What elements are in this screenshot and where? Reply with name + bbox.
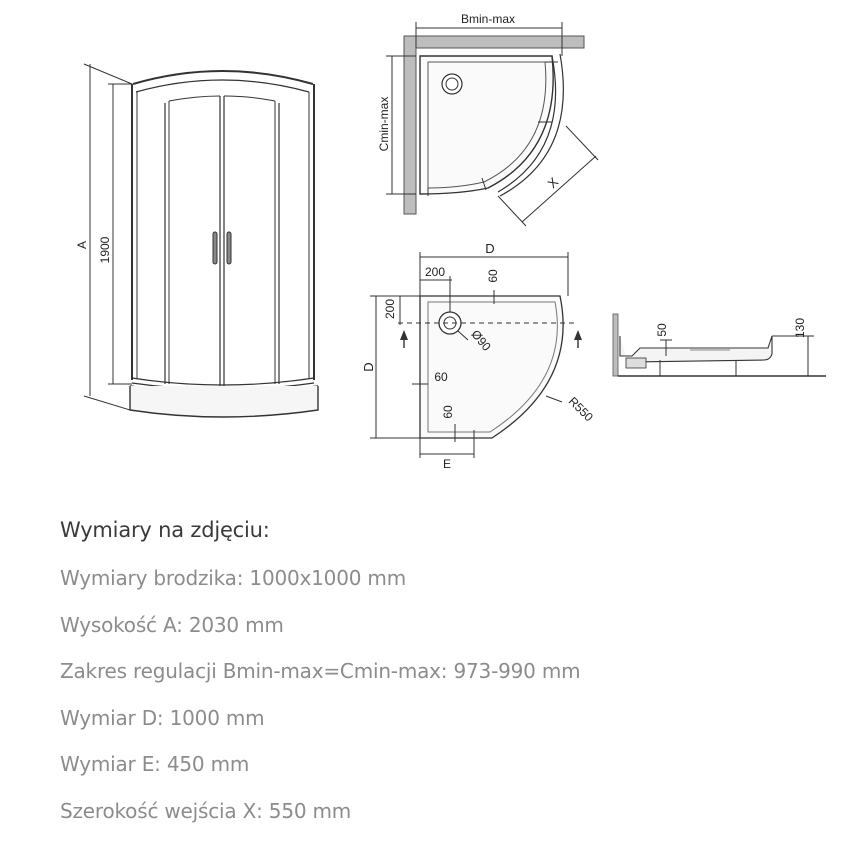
tray-60-mid-label: 60 (434, 370, 448, 384)
tray-dimensions (370, 252, 569, 458)
side-dimensions (660, 335, 814, 376)
side-50-label: 50 (655, 323, 669, 337)
tray-d-left-label: D (361, 362, 376, 371)
spec-adjustment-range: Zakres regulacji Bmin-max=Cmin-max: 973-… (60, 659, 581, 683)
tray-200-left-label: 200 (383, 299, 397, 319)
spec-entrance-width-x: Szerokość wejścia X: 550 mm (60, 798, 352, 823)
tray-d-top-label: D (485, 241, 494, 256)
front-view (129, 70, 319, 418)
top-dimensions (386, 22, 599, 227)
tray-60-top-label: 60 (486, 269, 500, 283)
technical-drawing: 1900 A Bmin-max Cmin-max X (75, 12, 826, 471)
top-c-label: Cmin-max (377, 97, 391, 152)
spec-dimension-e: Wymiar E: 450 mm (60, 752, 250, 776)
tray-r-label: R550 (566, 394, 596, 424)
drawing-canvas: 1900 A Bmin-max Cmin-max X (75, 12, 826, 471)
spec-dimension-d: Wymiar D: 1000 mm (60, 705, 265, 730)
dimensions-list: Wymiary na zdjęciu: Wymiary brodzika: 10… (60, 518, 820, 845)
front-a-label: A (75, 241, 89, 249)
tray-200-top-label: 200 (425, 265, 445, 279)
tray-60-low-label: 60 (441, 405, 455, 419)
tray-e-label: E (443, 457, 451, 471)
side-130-label: 130 (793, 318, 807, 338)
dimensions-title: Wymiary na zdjęciu: (60, 518, 270, 542)
front-height-label: 1900 (98, 236, 112, 263)
spec-tray-size: Wymiary brodzika: 1000x1000 mm (60, 566, 406, 590)
side-section-view (612, 313, 826, 377)
tray-plan-view (398, 295, 582, 439)
spec-height-a: Wysokość A: 2030 mm (60, 612, 284, 637)
front-dimensions (83, 63, 133, 411)
top-b-label: Bmin-max (461, 12, 515, 26)
